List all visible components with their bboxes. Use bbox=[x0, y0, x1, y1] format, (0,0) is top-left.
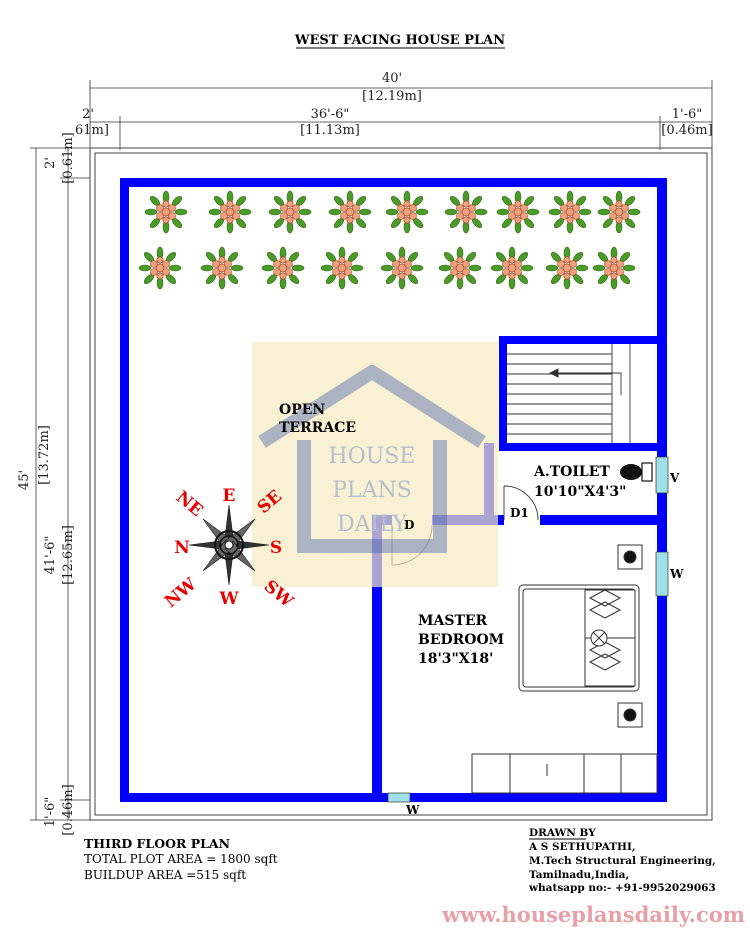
dim-left-top-metric: [0.61m] bbox=[61, 132, 76, 183]
plot-boundary-inner bbox=[94, 152, 708, 816]
toilet-label: A.TOILET bbox=[533, 464, 610, 480]
window-right bbox=[655, 551, 669, 597]
compass-east: E bbox=[223, 486, 236, 506]
credits-heading: DRAWN BY bbox=[529, 827, 596, 839]
bedroom-size: 18'3"X18' bbox=[418, 651, 493, 667]
floor-name: THIRD FLOOR PLAN bbox=[84, 836, 230, 851]
dim-left-top: 2' bbox=[43, 157, 58, 169]
dim-left-mid-metric: [12.65m] bbox=[61, 525, 76, 585]
credits-location: Tamilnadu,India, bbox=[529, 869, 629, 881]
dim-left-bottom-metric: [0.46m] bbox=[61, 784, 76, 835]
door-label-d1: D1 bbox=[510, 506, 529, 520]
watermark-line2: PLANS bbox=[332, 478, 412, 503]
wardrobe bbox=[471, 753, 658, 794]
window-bottom bbox=[387, 792, 411, 803]
credits-name: A S SETHUPATHI, bbox=[528, 841, 636, 853]
top-dimensions bbox=[89, 80, 713, 150]
dim-top-total: 40' bbox=[382, 71, 402, 86]
window-label-right: W bbox=[669, 567, 684, 581]
plan-title: WEST FACING HOUSE PLAN bbox=[294, 33, 505, 48]
dim-top-mid: 36'-6" bbox=[311, 107, 350, 122]
bedroom-label-line2: BEDROOM bbox=[418, 632, 504, 648]
dim-top-mid-metric: [11.13m] bbox=[300, 123, 360, 138]
compass-north: N bbox=[174, 538, 190, 558]
compass-west: W bbox=[218, 589, 239, 609]
dim-left-bottom: 1'-6" bbox=[43, 797, 58, 828]
dim-left-total: 45' bbox=[17, 470, 32, 490]
website-link[interactable]: www.houseplansdaily.com bbox=[441, 902, 745, 927]
toilet-fixture bbox=[620, 462, 653, 482]
watermark-line3: DAILY bbox=[337, 512, 407, 537]
plot-boundary-outer bbox=[89, 147, 713, 821]
credits-contact: whatsapp no:- +91-9952029063 bbox=[528, 882, 716, 894]
dim-top-total-metric: [12.19m] bbox=[362, 89, 422, 104]
ventilator-label: V bbox=[669, 471, 680, 485]
terrace-label-line2: TERRACE bbox=[279, 420, 356, 436]
dim-top-left: 2' bbox=[82, 107, 94, 122]
dim-left-total-metric: [13.72m] bbox=[37, 425, 52, 485]
ventilator bbox=[655, 456, 669, 494]
watermark bbox=[252, 342, 498, 587]
dim-left-mid: 41'-6" bbox=[43, 536, 58, 575]
compass-south: S bbox=[270, 538, 282, 558]
compass-northwest: NW bbox=[161, 574, 201, 612]
dim-top-right: 1'-6" bbox=[672, 107, 703, 122]
door-label-d: D bbox=[404, 518, 414, 532]
dim-top-left-metric: 61m] bbox=[75, 123, 109, 138]
window-label-bottom: W bbox=[405, 803, 420, 817]
toilet-size: 10'10"X4'3" bbox=[534, 484, 626, 500]
bed bbox=[518, 544, 643, 728]
compass-northeast: NE bbox=[172, 487, 207, 521]
credits-qualification: M.Tech Structural Engineering, bbox=[529, 855, 716, 867]
left-dimensions bbox=[30, 147, 90, 821]
plot-area: TOTAL PLOT AREA = 1800 sqft bbox=[84, 852, 278, 866]
bedroom-label-line1: MASTER bbox=[418, 613, 488, 629]
staircase bbox=[499, 336, 659, 451]
buildup-area: BUILDUP AREA =515 sqft bbox=[84, 868, 246, 882]
dim-top-right-metric: [0.46m] bbox=[661, 123, 712, 138]
compass-rose-icon bbox=[188, 504, 270, 586]
garden-plants bbox=[138, 190, 641, 290]
watermark-line1: HOUSE bbox=[329, 444, 416, 469]
terrace-label-line1: OPEN bbox=[279, 402, 325, 418]
door-toilet bbox=[503, 485, 539, 521]
